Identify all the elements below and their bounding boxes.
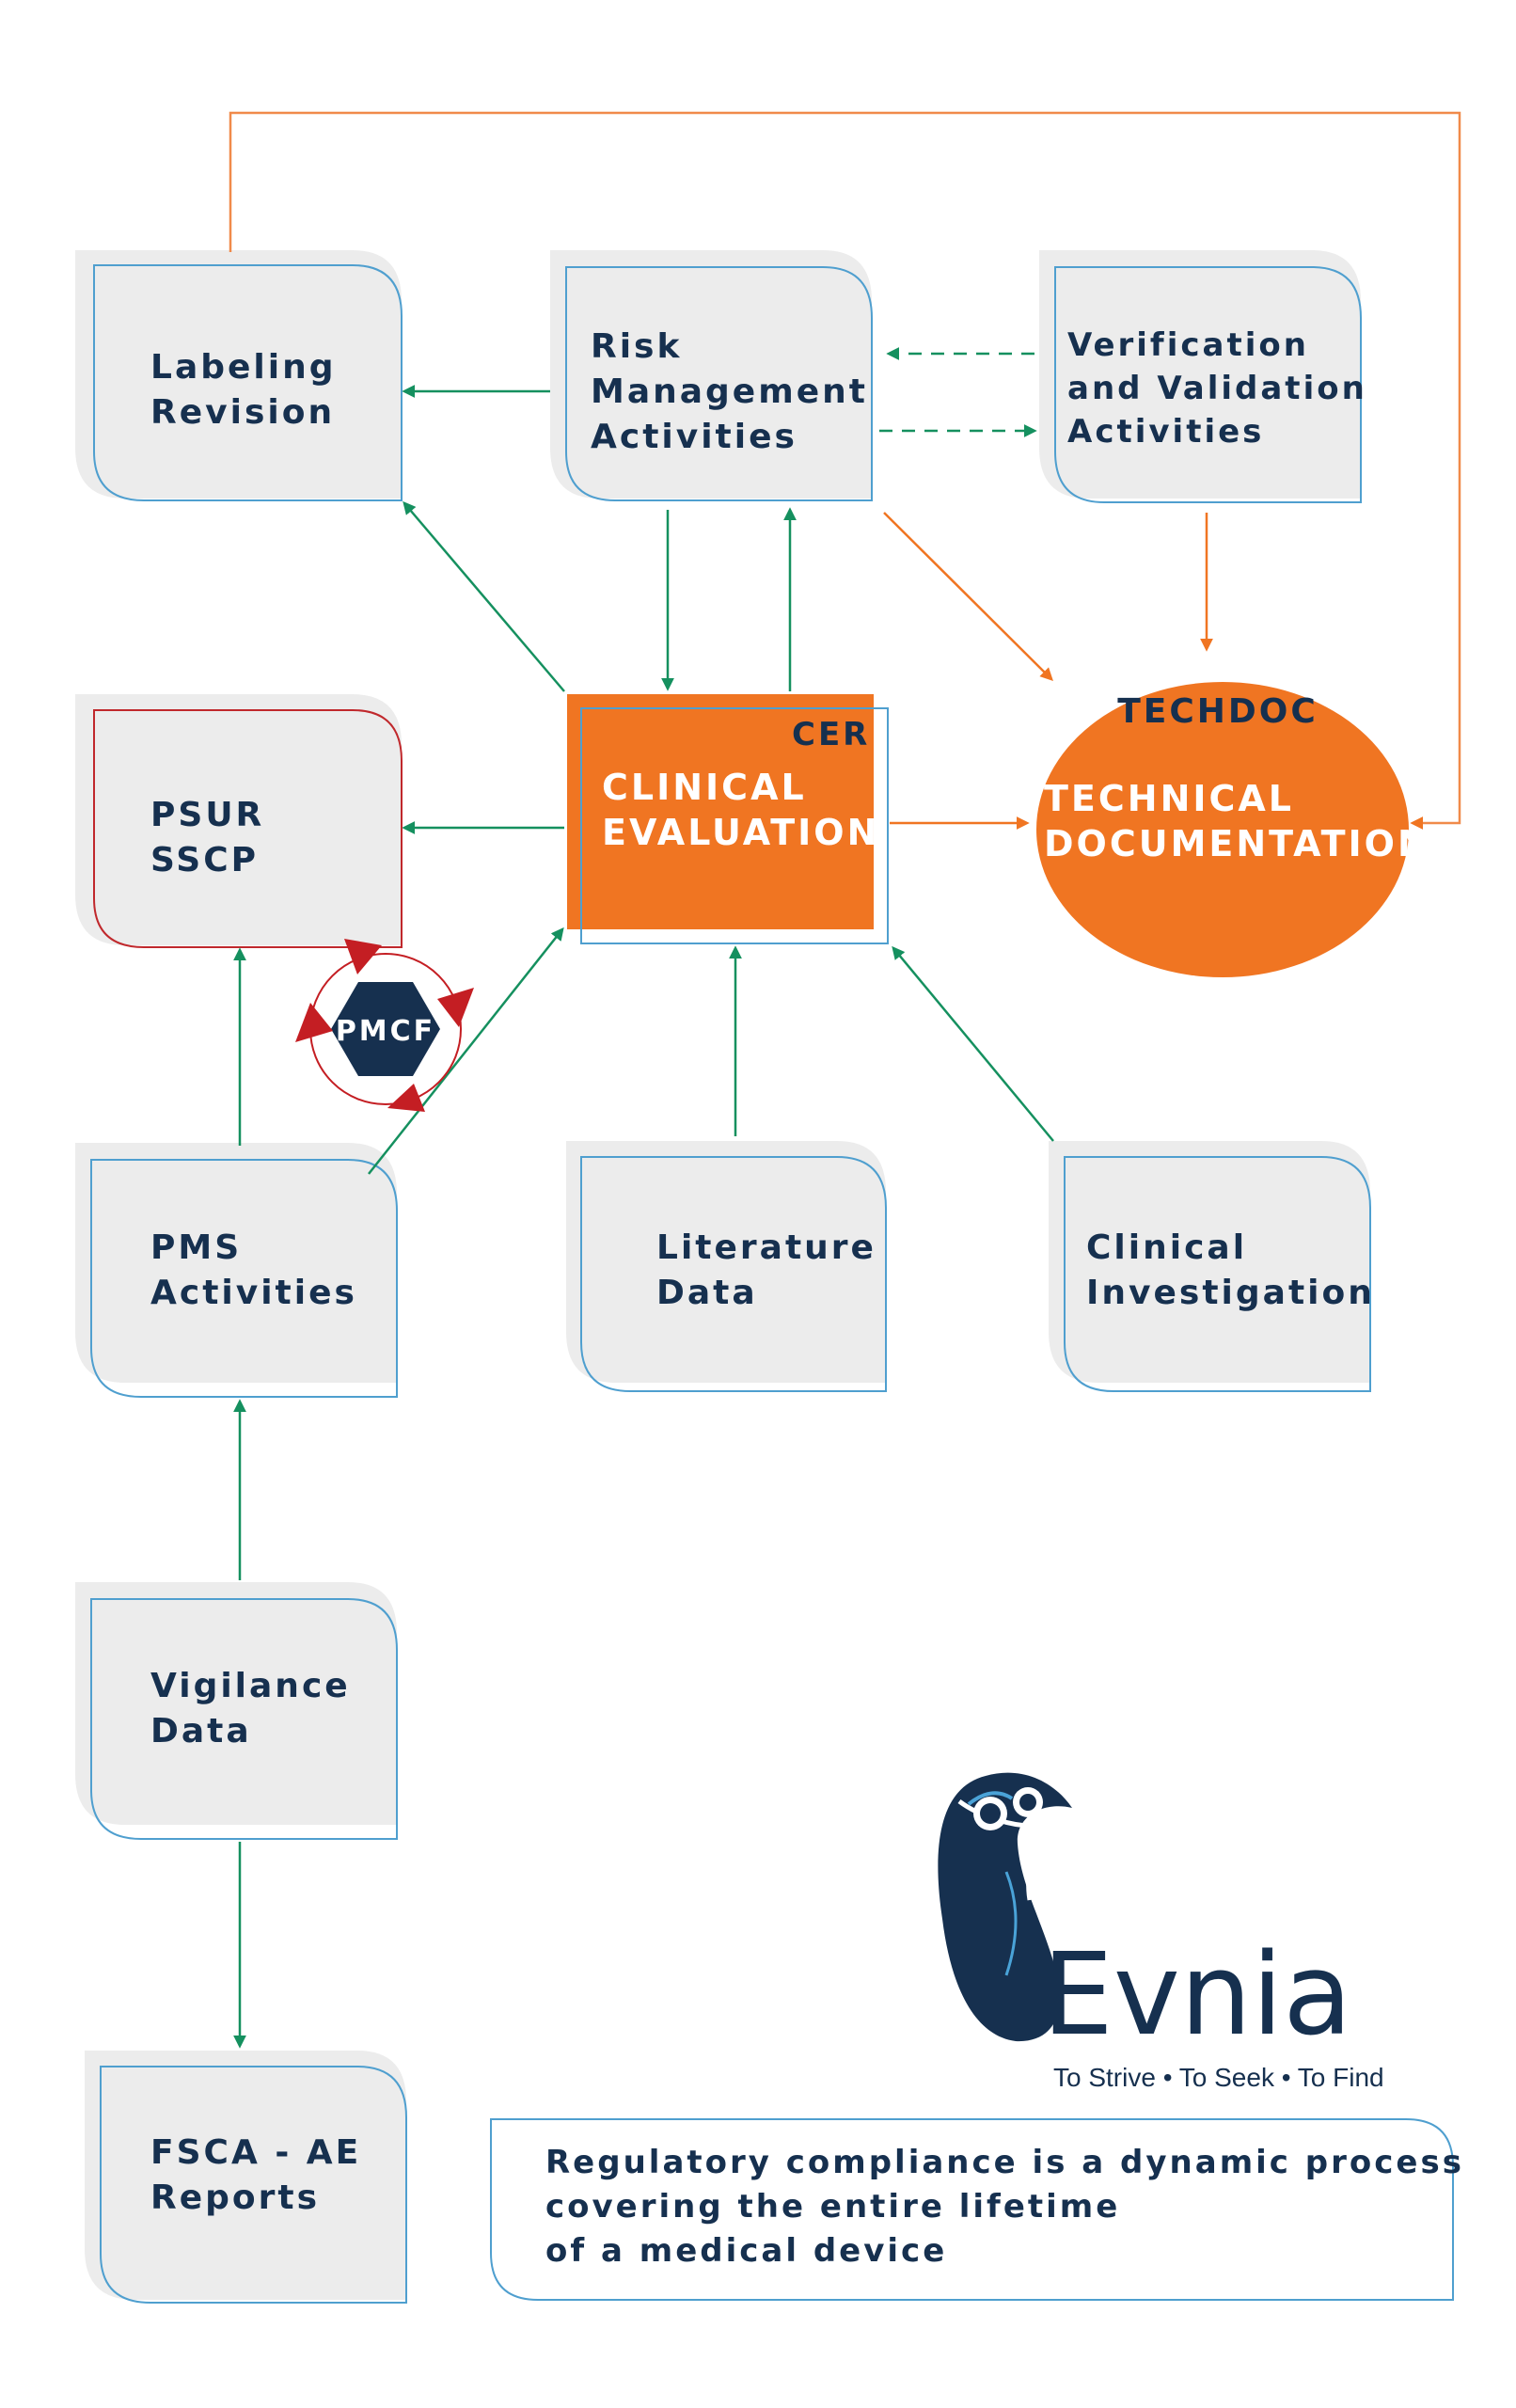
literature-text: Literature Data	[656, 1228, 892, 1312]
green-arrow-pms-to-cer	[368, 927, 564, 1175]
note-line-1: Regulatory compliance is a dynamic proce…	[545, 2144, 1464, 2181]
pmcf-label: PMCF	[336, 1015, 435, 1048]
fsca-line-2: Reports	[150, 2178, 320, 2217]
pmcf-arrow-right	[437, 988, 474, 1027]
box-literature-data: Literature Data	[566, 1141, 892, 1392]
vv-line-2: and Validation	[1067, 370, 1367, 407]
note-text: Regulatory compliance is a dynamic proce…	[545, 2144, 1478, 2270]
cer-line-1: CLINICAL	[602, 767, 807, 808]
psur-text: PSUR SSCP	[150, 796, 279, 879]
investigation-line-2: Investigation	[1086, 1274, 1375, 1312]
box-verification-validation: Verification and Validation Activities	[1039, 250, 1382, 503]
vigilance-line-1: Vigilance	[150, 1667, 351, 1705]
pmcf-arrow-left	[295, 1003, 333, 1042]
vv-line-3: Activities	[1067, 413, 1264, 451]
cer-clinical-evaluation-box: CER CLINICAL EVALUATION	[567, 694, 889, 944]
owl-icon	[938, 1772, 1072, 2042]
pms-text: PMS Activities	[150, 1228, 357, 1312]
psur-line-1: PSUR	[150, 796, 264, 834]
pms-line-1: PMS	[150, 1228, 242, 1267]
pmcf-hexagon	[331, 982, 440, 1076]
fsca-line-1: FSCA - AE	[150, 2133, 361, 2172]
box-fsca-ae-reports: FSCA - AE Reports	[85, 2051, 407, 2304]
cer-line-2: EVALUATION	[602, 812, 879, 853]
box-vigilance-data: Vigilance Data	[75, 1582, 398, 1840]
box-labeling-revision: Labeling Revision	[75, 250, 403, 501]
labeling-line-2: Revision	[150, 393, 335, 432]
techdoc-line-2: DOCUMENTATION	[1044, 823, 1430, 864]
risk-line-2: Management	[591, 372, 868, 411]
note-line-2: covering the entire lifetime	[545, 2188, 1120, 2226]
cer-tag: CER	[792, 716, 870, 753]
investigation-text: Clinical Investigation	[1086, 1228, 1375, 1312]
techdoc-technical-documentation: TECHDOC TECHNICAL DOCUMENTATION	[1036, 682, 1430, 977]
pmcf-cycle: PMCF	[295, 939, 474, 1112]
cer-title: CLINICAL EVALUATION	[602, 767, 879, 853]
labeling-line-1: Labeling	[150, 348, 337, 387]
box-psur-sscp: PSUR SSCP	[75, 694, 403, 948]
logo-tagline: To Strive • To Seek • To Find	[1053, 2063, 1384, 2092]
labeling-text: Labeling Revision	[150, 348, 351, 432]
note-box: Regulatory compliance is a dynamic proce…	[490, 2118, 1478, 2301]
orange-arrow-risk-to-techdoc	[883, 512, 1053, 681]
note-line-3: of a medical device	[545, 2232, 947, 2270]
vigilance-line-2: Data	[150, 1712, 252, 1751]
literature-line-2: Data	[656, 1274, 758, 1312]
box-risk-management: Risk Management Activities	[550, 250, 883, 501]
vv-text: Verification and Validation Activities	[1067, 326, 1382, 451]
orange-loop-line	[229, 111, 1461, 830]
green-arrow-cer-to-labeling	[403, 500, 565, 692]
techdoc-line-1: TECHNICAL	[1044, 778, 1294, 819]
evnia-logo: Evnia To Strive • To Seek • To Find	[938, 1772, 1384, 2092]
pmcf-arrow-top	[344, 939, 382, 974]
pmcf-arrow-bottom-right	[387, 1084, 425, 1112]
techdoc-tag: TECHDOC	[1117, 692, 1319, 731]
literature-line-1: Literature	[656, 1228, 876, 1267]
techdoc-title: TECHNICAL DOCUMENTATION	[1044, 778, 1430, 864]
brand-name: Evnia	[1042, 1930, 1352, 2061]
vigilance-text: Vigilance Data	[150, 1667, 365, 1751]
risk-line-3: Activities	[591, 418, 797, 456]
fsca-text: FSCA - AE Reports	[150, 2133, 376, 2217]
box-clinical-investigation: Clinical Investigation	[1049, 1141, 1375, 1392]
pms-line-2: Activities	[150, 1274, 357, 1312]
risk-line-1: Risk	[591, 327, 682, 366]
vv-line-1: Verification	[1067, 326, 1309, 364]
box-pms-activities: PMS Activities	[75, 1143, 398, 1398]
psur-line-2: SSCP	[150, 841, 259, 879]
investigation-line-1: Clinical	[1086, 1228, 1247, 1267]
risk-text: Risk Management Activities	[591, 327, 883, 456]
green-arrow-investigation-to-cer	[892, 945, 1054, 1142]
